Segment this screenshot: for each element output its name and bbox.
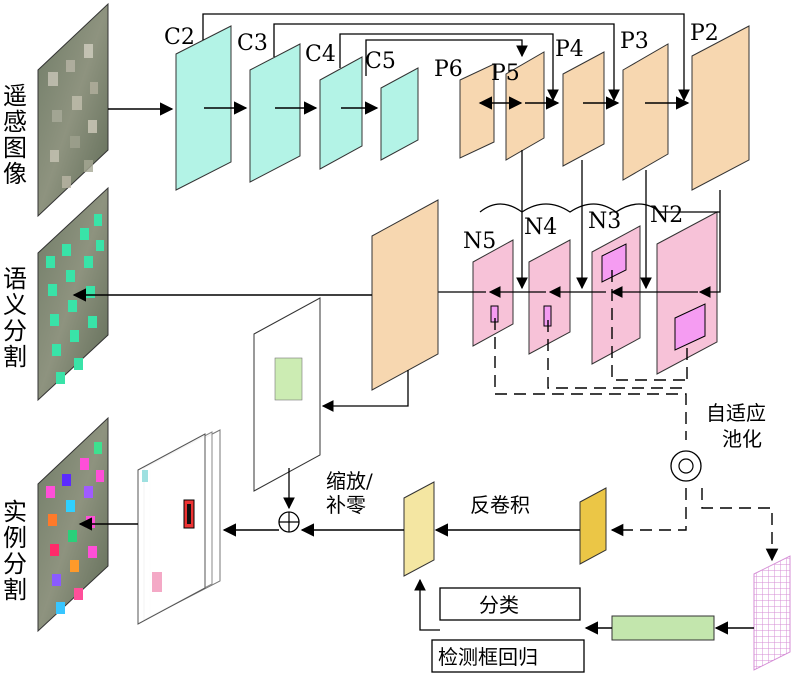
pan-layers (472, 211, 718, 375)
roi-feature-layer (579, 487, 607, 565)
c2-layer (175, 25, 232, 191)
fpn-layers (459, 25, 750, 191)
svg-text:自适应: 自适应 (706, 401, 766, 425)
semantic-fuse-layer (371, 199, 439, 391)
svg-text:义: 义 (3, 291, 27, 319)
c3-layer (249, 43, 301, 183)
c5-layer (380, 67, 419, 161)
fpn-top-labels: C2 C3 C4 C5 P6 P5 P4 P3 P2 (164, 21, 719, 86)
svg-text:池化: 池化 (722, 427, 762, 451)
svg-text:C4: C4 (305, 42, 336, 67)
n5-layer (472, 239, 514, 347)
c4-layer (319, 56, 363, 170)
svg-text:实: 实 (3, 498, 27, 526)
svg-text:C3: C3 (237, 31, 268, 56)
bbox-box (431, 639, 585, 673)
adaptive-pooling-label: 自适应 池化 (706, 401, 766, 451)
svg-text:N2: N2 (650, 203, 683, 228)
svg-text:P5: P5 (491, 61, 520, 86)
svg-text:P4: P4 (555, 37, 584, 62)
svg-text:例: 例 (3, 524, 27, 552)
svg-text:补零: 补零 (326, 493, 366, 517)
svg-text:图: 图 (3, 134, 27, 162)
svg-text:N3: N3 (588, 209, 621, 234)
svg-text:C2: C2 (164, 25, 195, 50)
svg-text:像: 像 (3, 160, 27, 188)
svg-text:遥: 遥 (3, 82, 27, 110)
svg-text:分: 分 (3, 317, 27, 345)
grid-feature (753, 555, 791, 671)
sum-node (278, 511, 300, 533)
adaptive-pooling-node (670, 450, 702, 482)
p5-layer (505, 51, 545, 161)
svg-text:分: 分 (3, 550, 27, 578)
p3-layer (622, 43, 669, 181)
semantic-label: 语 义 分 割 (3, 265, 27, 371)
n4-layer (528, 239, 571, 355)
svg-text:割: 割 (3, 576, 27, 604)
fc-layer (611, 615, 715, 641)
instance-seg-image (37, 416, 109, 633)
n3-layer (591, 225, 641, 365)
classify-label: 分类 (479, 593, 519, 617)
svg-text:N4: N4 (524, 215, 557, 240)
mask-head-layer (403, 481, 435, 577)
bbox-label: 检测框回归 (438, 645, 538, 669)
instance-label: 实 例 分 割 (3, 498, 27, 604)
scale-pad-label: 缩放/ 补零 (326, 469, 373, 517)
p6-layer (459, 63, 495, 159)
instance-mask-stack (137, 429, 221, 625)
p4-layer (562, 51, 605, 167)
input-remote-image (37, 2, 109, 218)
svg-text:语: 语 (3, 265, 27, 293)
input-label: 遥 感 图 像 (3, 82, 27, 188)
svg-text:缩放/: 缩放/ (326, 469, 373, 493)
svg-text:感: 感 (3, 108, 27, 136)
deconv-label: 反卷积 (470, 493, 530, 517)
svg-text:N5: N5 (463, 229, 496, 254)
classify-box (439, 587, 581, 621)
svg-text:C5: C5 (365, 49, 396, 74)
backbone-layers (175, 25, 419, 191)
pan-labels: N5 N4 N3 N2 (463, 203, 683, 254)
p2-layer (691, 25, 750, 191)
semantic-mask-panel (253, 297, 321, 492)
svg-text:P3: P3 (620, 29, 649, 54)
svg-text:P2: P2 (690, 21, 719, 46)
svg-text:P6: P6 (434, 57, 463, 82)
svg-text:割: 割 (3, 343, 27, 371)
semantic-seg-image (37, 186, 109, 402)
